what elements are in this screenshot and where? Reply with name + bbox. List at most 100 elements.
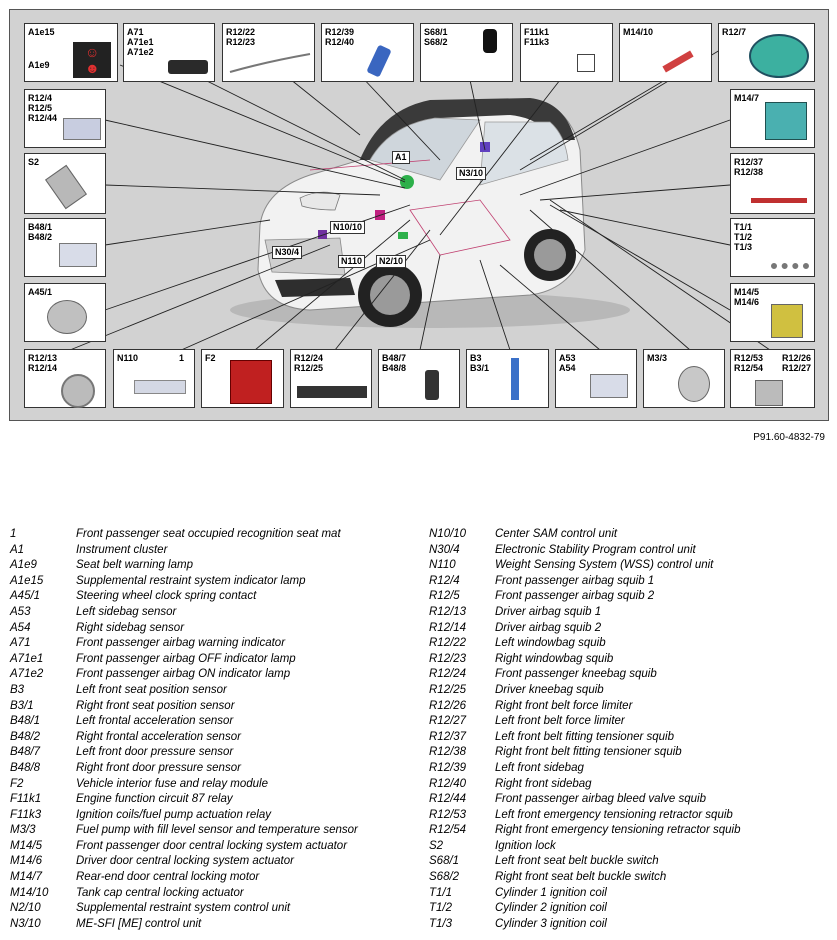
- label-r12-26: R12/26 R12/27: [781, 353, 811, 373]
- legend-code: R12/4: [429, 574, 460, 587]
- tank-cap-actuator-icon: [662, 50, 694, 73]
- legend-code: M14/10: [10, 886, 49, 899]
- figure-code: P91.60-4832-79: [753, 432, 825, 443]
- label-r12-4: R12/4 R12/5 R12/44: [28, 93, 58, 123]
- legend-code: R12/24: [429, 668, 467, 681]
- callout-n3-10: N3/10: [456, 167, 487, 180]
- clock-spring-icon: [47, 300, 87, 334]
- label-b48-1: B48/1 B48/2: [28, 222, 53, 242]
- legend-description: Left sidebag sensor: [76, 605, 177, 618]
- ignition-lock-icon: [45, 164, 87, 210]
- label-m3-3: M3/3: [647, 353, 668, 363]
- legend-code: A71e1: [10, 652, 44, 665]
- legend-code: A71: [10, 637, 31, 650]
- legend-description: Left front emergency tensioning retracto…: [495, 808, 733, 821]
- label-r12-24: R12/24 R12/25: [294, 353, 324, 373]
- component-box-a1e15-a1e9: A1e15 A1e9 ☺☻: [24, 23, 118, 82]
- label-m14-10: M14/10: [623, 27, 654, 37]
- component-box-m3-3: M3/3: [643, 349, 725, 408]
- sidebag-icon: [366, 44, 392, 78]
- legend-description: Left front seat position sensor: [76, 683, 227, 696]
- legend-code: S68/1: [429, 855, 460, 868]
- legend-description: Tank cap central locking actuator: [76, 886, 244, 899]
- legend-code: R12/23: [429, 652, 467, 665]
- callout-n2-10: N2/10: [376, 255, 407, 268]
- legend-code: T1/1: [429, 886, 453, 899]
- label-s68: S68/1 S68/2: [424, 27, 448, 47]
- legend-description: Weight Sensing System (WSS) control unit: [495, 559, 714, 572]
- label-r12-13: R12/13 R12/14: [28, 353, 58, 373]
- driver-airbag-icon: [61, 374, 95, 408]
- label-r12-22: R12/22 R12/23: [226, 27, 256, 47]
- component-box-b48-7: B48/7 B48/8: [378, 349, 460, 408]
- legend-code: R12/5: [429, 590, 460, 603]
- legend-description: Front passenger seat occupied recognitio…: [76, 528, 341, 540]
- label-b48-7: B48/7 B48/8: [382, 353, 407, 373]
- component-box-r12-24: R12/24 R12/25: [290, 349, 372, 408]
- legend-code: B3: [10, 683, 25, 696]
- component-box-b3: B3 B3/1: [466, 349, 549, 408]
- component-box-s68: S68/1 S68/2: [420, 23, 513, 82]
- label-f11k1: F11k1 F11k3: [524, 27, 550, 47]
- legend-code: B48/1: [10, 715, 41, 728]
- seat-mat-icon: [134, 380, 186, 394]
- legend-description: Front passenger airbag ON indicator lamp: [76, 668, 291, 681]
- legend-description: Ignition lock: [495, 839, 556, 852]
- legend-code: R12/22: [429, 637, 467, 650]
- legend-code: R12/53: [429, 808, 467, 821]
- legend-description: Left front seat belt buckle switch: [495, 855, 659, 868]
- label-b3: B3 B3/1: [470, 353, 490, 373]
- label-one: 1: [178, 353, 184, 363]
- steering-airbag-icon: [749, 34, 809, 78]
- legend-code: R12/40: [429, 777, 467, 790]
- legend-code: B48/2: [10, 730, 41, 743]
- component-box-a45-1: A45/1: [24, 283, 106, 342]
- legend-code: A53: [10, 605, 31, 618]
- legend-description: Cylinder 1 ignition coil: [495, 886, 607, 899]
- legend-description: Driver airbag squib 1: [495, 605, 602, 618]
- callout-n10-10: N10/10: [330, 221, 366, 234]
- sidebag-sensor-icon: [590, 374, 628, 398]
- legend-description: Steering wheel clock spring contact: [76, 590, 257, 603]
- fuse-box-icon: [230, 360, 272, 404]
- label-a53: A53 A54: [559, 353, 576, 373]
- door-lock-actuator-icon: [771, 304, 803, 338]
- component-box-f11k1: F11k1 F11k3: [520, 23, 613, 82]
- legend-code: T1/3: [429, 917, 453, 930]
- label-a71: A71 A71e1 A71e2: [127, 27, 154, 57]
- legend-code: M3/3: [10, 824, 36, 837]
- legend-code: A1: [10, 543, 25, 556]
- legend-description: Front passenger kneebag squib: [495, 668, 657, 681]
- component-box-a71: A71 A71e1 A71e2: [123, 23, 215, 82]
- callout-n110: N110: [338, 255, 366, 268]
- component-box-r12-39: R12/39 R12/40: [321, 23, 414, 82]
- legend-description: Right front seat position sensor: [76, 699, 235, 712]
- legend-description: Right front emergency tensioning retract…: [495, 824, 741, 837]
- callout-a1: A1: [392, 151, 410, 164]
- component-box-n110-1: N110 1: [113, 349, 195, 408]
- legend-description: Front passenger airbag OFF indicator lam…: [76, 652, 296, 665]
- legend-description: Cylinder 3 ignition coil: [495, 917, 607, 930]
- component-box-m14-7: M14/7: [730, 89, 815, 148]
- component-box-r12-4: R12/4 R12/5 R12/44: [24, 89, 106, 148]
- airbag-indicator-icon: [168, 60, 208, 74]
- kneebag-icon: [297, 386, 367, 398]
- legend-description: Left front sidebag: [495, 761, 584, 774]
- legend-code: A1e9: [10, 559, 37, 572]
- legend-description: Front passenger airbag warning indicator: [76, 637, 286, 650]
- legend-description: Supplemental restraint system indicator …: [76, 574, 306, 587]
- legend-description: Front passenger airbag squib 1: [495, 574, 655, 587]
- label-s2: S2: [28, 157, 40, 167]
- legend-description: Electronic Stability Program control uni…: [495, 543, 696, 556]
- legend-description: Right front sidebag: [495, 777, 592, 790]
- legend-description: Right frontal acceleration sensor: [76, 730, 241, 743]
- callout-n30-4: N30/4: [272, 246, 303, 259]
- legend-code: N30/4: [429, 543, 460, 556]
- seat-position-sensor-icon: [511, 358, 519, 400]
- legend-description: Vehicle interior fuse and relay module: [76, 777, 268, 790]
- legend-description: Rear-end door central locking motor: [76, 871, 260, 884]
- label-f2: F2: [205, 353, 216, 363]
- legend-code: F2: [10, 777, 24, 790]
- legend-description: Ignition coils/fuel pump actuation relay: [76, 808, 271, 821]
- legend-description: Front passenger airbag squib 2: [495, 590, 655, 603]
